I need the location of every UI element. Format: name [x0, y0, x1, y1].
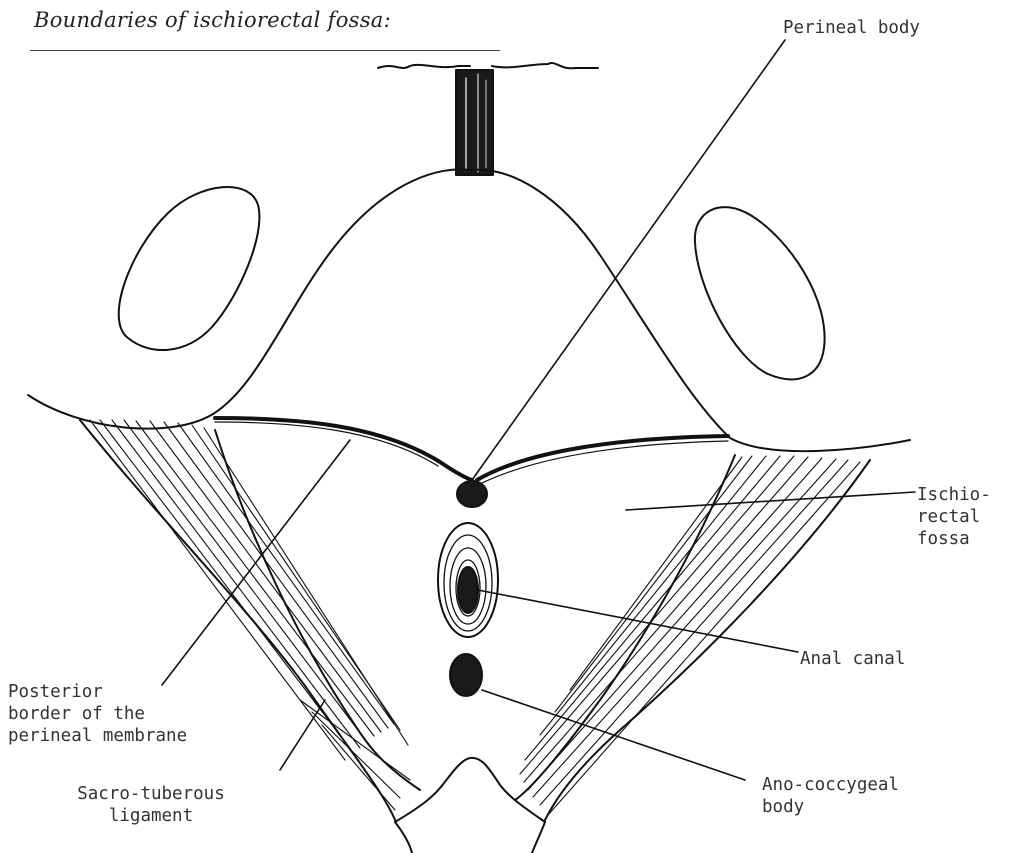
coccyx [395, 758, 545, 822]
median-raphe-band [456, 70, 493, 175]
label-ischiorectal-fossa: Ischio- rectal fossa [917, 484, 991, 550]
label-line: Posterior [8, 682, 103, 702]
anal-canal [438, 523, 498, 637]
label-anal-canal: Anal canal [800, 648, 905, 670]
top-pelvic-outline [378, 63, 598, 68]
label-posterior-border: Posterior border of the perineal membran… [8, 681, 187, 747]
title-underline [30, 50, 500, 51]
label-line: Sacro-tuberous [77, 784, 225, 804]
perineal-body [457, 481, 487, 507]
label-line: rectal [917, 507, 980, 527]
label-line: ligament [109, 806, 193, 826]
diagram-title: Boundaries of ischiorectal fossa: [34, 8, 391, 32]
label-line: Ano-coccygeal [762, 775, 899, 795]
label-line: border of the [8, 704, 145, 724]
leader-posterior-border [162, 440, 350, 685]
urogenital-outline [28, 169, 910, 451]
leader-sacro-tuberous [280, 700, 325, 770]
label-line: fossa [917, 529, 970, 549]
label-line: perineal membrane [8, 726, 187, 746]
leader-ano-coccygeal [482, 690, 745, 780]
right-ischial-tuberosity [695, 207, 825, 379]
label-ano-coccygeal: Ano-coccygeal body [762, 774, 899, 818]
leader-perineal-body [472, 40, 785, 480]
label-sacro-tuberous: Sacro-tuberous ligament [46, 783, 256, 827]
ano-coccygeal-body [450, 654, 482, 696]
label-line: Ischio- [917, 485, 991, 505]
label-perineal-body: Perineal body [783, 17, 920, 39]
left-ischial-tuberosity [119, 187, 260, 350]
leader-ischiorectal-fossa [626, 492, 915, 510]
label-line: body [762, 797, 804, 817]
